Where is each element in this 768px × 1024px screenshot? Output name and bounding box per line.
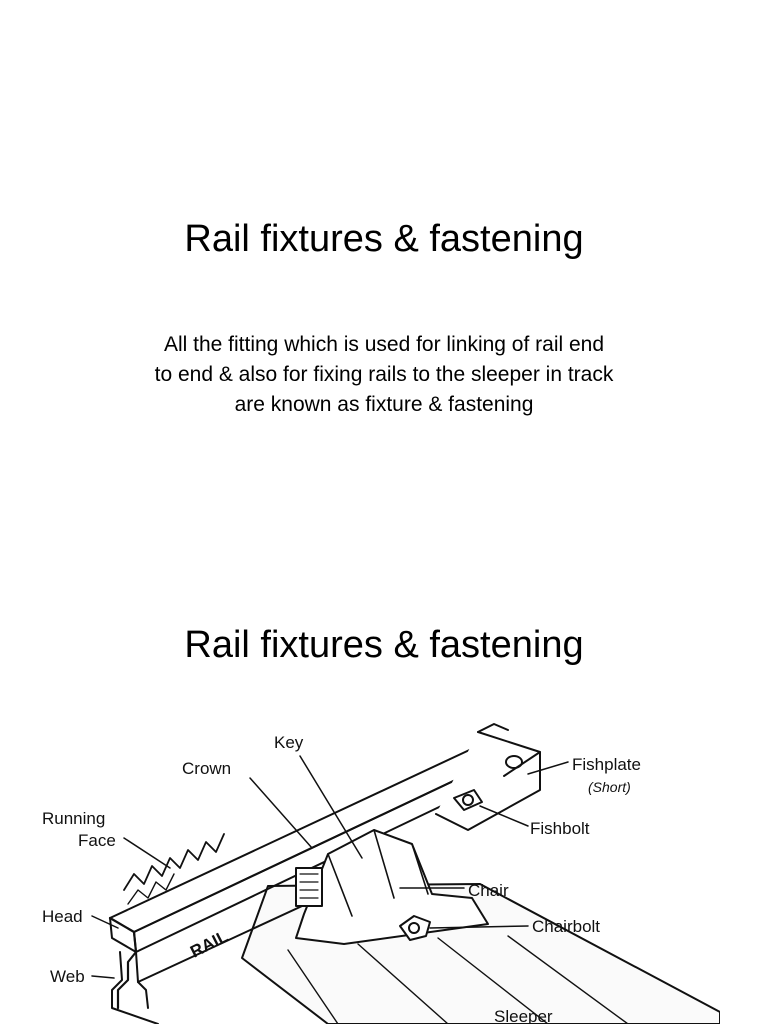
label-head: Head xyxy=(42,907,83,926)
body-line-3: are known as fixture & fastening xyxy=(234,393,534,416)
label-chair: Chair xyxy=(468,881,509,900)
rail-fastening-illustration: Key Crown Running Face Head Web Fishplat… xyxy=(42,723,720,1024)
body-line-2: to end & also for fixing rails to the sl… xyxy=(154,363,614,386)
slide-1: Rail fixtures & fastening All the fittin… xyxy=(104,218,664,420)
rail-end-section xyxy=(108,916,138,1010)
label-fishplate-note: (Short) xyxy=(588,779,631,795)
label-key: Key xyxy=(274,733,304,752)
rail-fastening-diagram: Key Crown Running Face Head Web Fishplat… xyxy=(28,718,720,1024)
label-running: Running xyxy=(42,809,105,828)
slide-title: Rail fixtures & fastening xyxy=(184,218,584,260)
label-crown: Crown xyxy=(182,759,231,778)
cut-rail-end xyxy=(123,833,225,891)
slide-2: Rail fixtures & fastening xyxy=(0,580,768,1024)
chair xyxy=(295,829,489,945)
label-rail: RAIL xyxy=(187,927,231,962)
label-web: Web xyxy=(50,967,85,986)
body-line-1: All the fitting which is used for linkin… xyxy=(163,333,605,356)
label-fishplate: Fishplate xyxy=(572,755,641,774)
rail-web xyxy=(111,951,159,1024)
fishbolt xyxy=(453,789,483,811)
chairbolt xyxy=(399,915,431,941)
label-chairbolt: Chairbolt xyxy=(532,917,600,936)
slide-body-text: All the fitting which is used for linkin… xyxy=(104,330,664,420)
label-fishbolt: Fishbolt xyxy=(530,819,590,838)
label-face: Face xyxy=(78,831,116,850)
slide-title: Rail fixtures & fastening xyxy=(184,624,584,666)
label-sleeper: Sleeper xyxy=(494,1007,553,1024)
